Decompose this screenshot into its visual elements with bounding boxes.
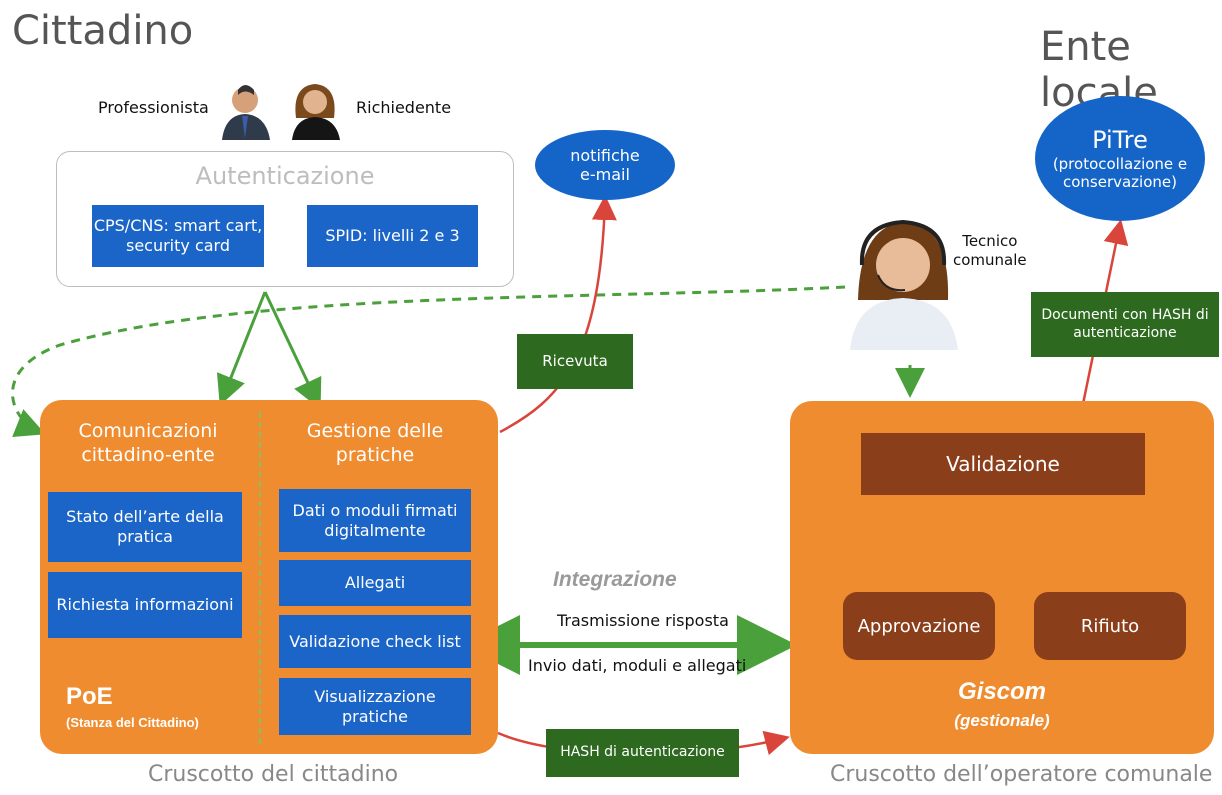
giscom-name: Giscom	[957, 678, 1047, 705]
arrow-poe-to-notifiche	[499, 195, 617, 434]
poe-subtitle: (Stanza del Cittadino)	[66, 715, 199, 730]
validazione-checklist-button[interactable]: Validazione check list	[279, 615, 471, 668]
poe-col1-title: Comunicazioni cittadino-ente	[78, 420, 218, 466]
professionista-label: Professionista	[98, 98, 209, 117]
heading-cittadino: Cittadino	[12, 8, 194, 54]
poe-divider	[259, 412, 261, 744]
caption-operatore: Cruscotto dell’operatore comunale	[830, 762, 1213, 787]
documenti-hash-badge: Documenti con HASH di autenticazione	[1031, 292, 1219, 357]
dati-moduli-button[interactable]: Dati o moduli firmati digitalmente	[279, 489, 471, 552]
arrow-auth-to-comunicazioni	[216, 291, 267, 406]
dashed-technician-to-poe	[11, 285, 846, 437]
auth-cps-button[interactable]: CPS/CNS: smart cart, security card	[92, 205, 264, 267]
trasmissione-label: Trasmissione risposta	[557, 611, 729, 630]
stato-arte-button[interactable]: Stato dell’arte della pratica	[48, 492, 242, 562]
rifiuto-button[interactable]: Rifiuto	[1034, 592, 1186, 660]
ricevuta-badge: Ricevuta	[517, 334, 633, 389]
allegati-button[interactable]: Allegati	[279, 560, 471, 606]
auth-title: Autenticazione	[195, 162, 375, 190]
visualizzazione-button[interactable]: Visualizzazione pratiche	[279, 678, 471, 735]
notifiche-ellipse: notifiche e-mail	[535, 130, 675, 200]
poe-name: PoE	[66, 683, 113, 710]
invio-dati-label: Invio dati, moduli e allegati	[528, 656, 747, 675]
pitre-ellipse: PiTre (protocollazione e conservazione)	[1035, 96, 1205, 221]
tecnico-label: Tecnico comunale	[953, 232, 1027, 269]
pitre-subtitle: (protocollazione e conservazione)	[1052, 154, 1188, 191]
integrazione-title: Integrazione	[553, 568, 677, 591]
validazione-box[interactable]: Validazione	[861, 433, 1145, 495]
richiedente-label: Richiedente	[356, 98, 452, 117]
giscom-subtitle: (gestionale)	[954, 711, 1050, 730]
hash-badge: HASH di autenticazione	[546, 729, 739, 777]
arrow-auth-to-gestione	[263, 291, 322, 410]
approvazione-button[interactable]: Approvazione	[843, 592, 995, 660]
pitre-title: PiTre	[1092, 126, 1148, 155]
poe-col2-title: Gestione delle pratiche	[306, 420, 444, 466]
richiesta-info-button[interactable]: Richiesta informazioni	[48, 572, 242, 638]
auth-spid-button[interactable]: SPID: livelli 2 e 3	[307, 205, 478, 267]
caption-cittadino: Cruscotto del cittadino	[148, 762, 399, 787]
